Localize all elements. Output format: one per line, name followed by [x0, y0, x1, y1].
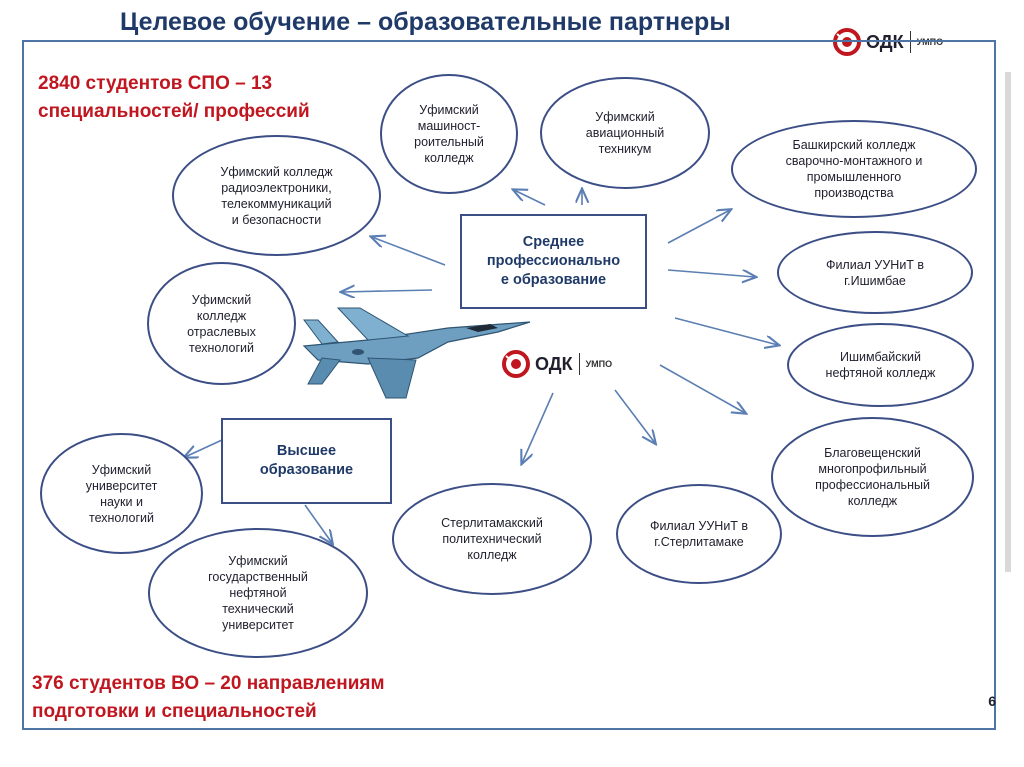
arrow-to-sterl-filial [615, 390, 655, 443]
partner-uunit: Уфимский университет науки и технологий [40, 433, 203, 554]
partner-uunit-sterl: Филиал УУНиТ в г.Стерлитамаке [616, 484, 782, 584]
arrow-to-otrasl [342, 290, 432, 292]
partner-radio-college: Уфимский колледж радиоэлектроники, телек… [172, 135, 381, 256]
partner-blago-college: Благовещенский многопрофильный профессио… [771, 417, 974, 537]
partner-bashk-college: Башкирский колледж сварочно-монтажного и… [731, 120, 977, 218]
logo-sub: УМПО [586, 359, 613, 369]
hub-vo: Высшее образование [221, 418, 392, 504]
partner-uunit-ishimbai: Филиал УУНиТ в г.Ишимбае [777, 231, 973, 314]
partner-avia-technikum: Уфимский авиационный техникум [540, 77, 710, 189]
arrow-to-mash [514, 190, 545, 205]
partner-ishimbai-oil-college: Ишимбайский нефтяной колледж [787, 323, 974, 407]
arrow-to-bashk [668, 210, 730, 243]
partner-sterl-poly: Стерлитамакский политехнический колледж [392, 483, 592, 595]
arrow-to-radio [372, 237, 445, 265]
arrow-to-ishimbai-filial [668, 270, 755, 277]
partner-ugntu: Уфимский государственный нефтяной технич… [148, 528, 368, 658]
arrow-to-uunit [185, 440, 222, 457]
page-number: 6 [988, 693, 996, 709]
logo-brand: ОДК [535, 354, 573, 375]
partner-otrasl-college: Уфимский колледж отраслевых технологий [147, 262, 296, 385]
odk-logo-center: ОДК УМПО [502, 350, 612, 378]
hub-spo: Среднее профессионально е образование [460, 214, 647, 309]
partner-mash-college: Уфимский машиност- роительный колледж [380, 74, 518, 194]
odk-logo-mark-icon [502, 350, 530, 378]
logo-divider [579, 353, 580, 375]
arrow-to-ishimbai-oil [675, 318, 778, 345]
arrow-to-blago [660, 365, 745, 413]
